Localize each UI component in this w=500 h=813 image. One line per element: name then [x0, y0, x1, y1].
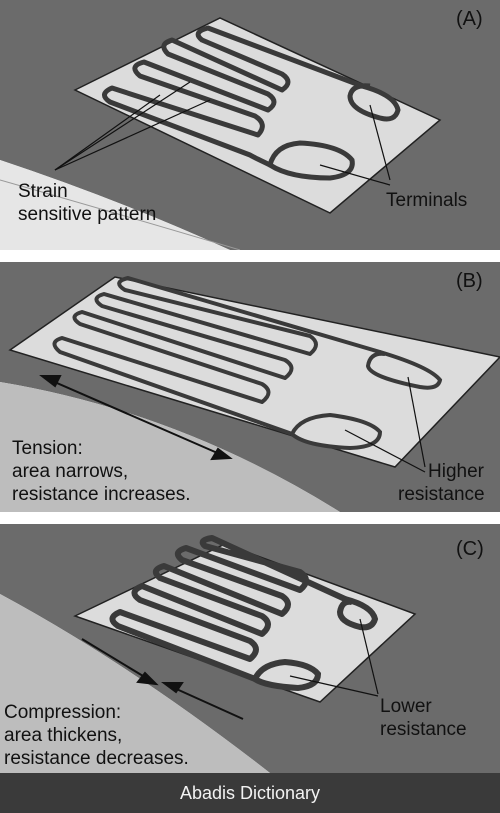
terminal-upper: [365, 350, 443, 390]
label-resistance-increases: resistance increases.: [12, 484, 191, 505]
gauge-sheet: [8, 276, 500, 468]
strain-pattern: [52, 276, 382, 437]
panel-a: (A) Strain sensitive pattern Terminals: [0, 0, 500, 250]
panel-c-illustration: [0, 524, 500, 773]
terminal-lower: [267, 140, 355, 181]
label-area-thickens: area thickens,: [4, 725, 123, 746]
leader-lines-a: [54, 81, 391, 186]
label-resistance-decreases: resistance decreases.: [4, 748, 189, 769]
label-higher-resistance: resistance: [398, 484, 485, 505]
label-area-narrows: area narrows,: [12, 461, 129, 482]
strain-pattern: [102, 25, 365, 168]
label-higher: Higher: [428, 461, 484, 482]
terminal-upper: [347, 83, 401, 122]
label-lower-resistance: resistance: [380, 719, 467, 740]
terminal-lower: [290, 412, 383, 451]
panel-a-tag: (A): [456, 8, 483, 30]
label-strain: Strain: [18, 181, 68, 202]
panel-c: (C) Compression: area thickens, resistan…: [0, 524, 500, 773]
tension-arrow: [39, 375, 233, 461]
label-compression: Compression:: [4, 702, 122, 723]
label-terminals: Terminals: [386, 190, 468, 211]
compression-arrows: [81, 638, 244, 720]
panel-b-illustration: [0, 262, 500, 512]
panel-b: (B) Tension: area narrows, resistance in…: [0, 262, 500, 512]
panel-c-tag: (C): [456, 538, 484, 560]
panel-a-illustration: [0, 0, 500, 250]
terminal-lower: [252, 658, 322, 692]
strain-pattern: [109, 535, 348, 682]
label-lower: Lower: [380, 696, 432, 717]
terminal-upper: [336, 596, 379, 631]
label-sensitive-pattern: sensitive pattern: [18, 204, 157, 225]
leader-lines-b: [344, 376, 426, 473]
leader-lines-c: [289, 618, 379, 697]
label-tension: Tension:: [12, 438, 83, 459]
footer-watermark: Abadis Dictionary: [0, 773, 500, 813]
panel-b-tag: (B): [456, 270, 483, 292]
